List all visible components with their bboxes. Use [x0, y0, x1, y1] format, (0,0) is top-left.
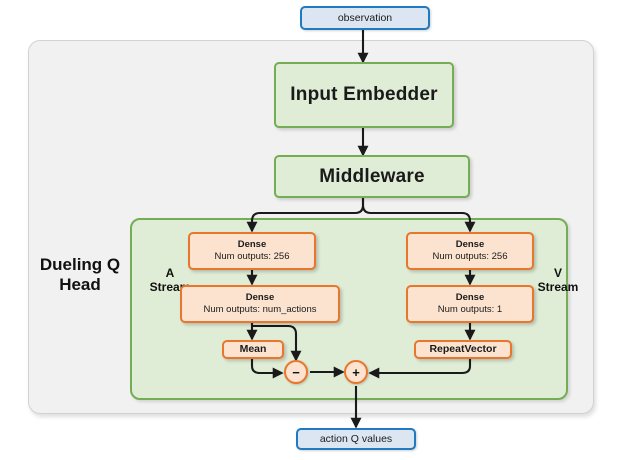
v-stream-line2: Stream: [537, 280, 579, 295]
v-dense-256-node[interactable]: Dense Num outputs: 256: [406, 232, 534, 270]
a-dense-num-actions-subtitle: Num outputs: num_actions: [203, 304, 317, 315]
v-dense-256-subtitle: Num outputs: 256: [432, 251, 508, 262]
middleware-label: Middleware: [319, 165, 425, 187]
a-dense-num-actions-node[interactable]: Dense Num outputs: num_actions: [180, 285, 340, 323]
v-dense-1-node[interactable]: Dense Num outputs: 1: [406, 285, 534, 323]
a-stream-line1: A: [165, 266, 175, 280]
middleware-node[interactable]: Middleware: [274, 155, 470, 198]
input-embedder-node[interactable]: Input Embedder: [274, 62, 454, 128]
v-stream-line1: V: [553, 266, 562, 280]
value-stream-label: V Stream: [528, 266, 588, 295]
head-label-line1: Dueling Q: [39, 255, 121, 274]
a-dense-256-title: Dense: [237, 239, 267, 251]
a-dense-256-subtitle: Num outputs: 256: [214, 251, 290, 262]
add-operator[interactable]: +: [344, 360, 368, 384]
head-label-line2: Head: [59, 274, 101, 294]
mean-label: Mean: [239, 342, 267, 355]
input-embedder-label: Input Embedder: [290, 84, 438, 105]
observation-node[interactable]: observation: [300, 6, 430, 30]
a-dense-256-node[interactable]: Dense Num outputs: 256: [188, 232, 316, 270]
action-q-values-label: action Q values: [319, 433, 393, 445]
add-symbol: +: [352, 364, 360, 380]
v-dense-256-title: Dense: [455, 239, 485, 251]
a-dense-num-actions-title: Dense: [245, 292, 275, 304]
observation-label: observation: [337, 12, 393, 24]
subtract-operator[interactable]: −: [284, 360, 308, 384]
dueling-q-head-label: Dueling Q Head: [30, 255, 130, 294]
repeatvector-node[interactable]: RepeatVector: [414, 340, 512, 359]
mean-node[interactable]: Mean: [222, 340, 284, 359]
v-dense-1-subtitle: Num outputs: 1: [437, 304, 503, 315]
action-q-values-node[interactable]: action Q values: [296, 428, 416, 450]
repeatvector-label: RepeatVector: [429, 342, 497, 355]
subtract-symbol: −: [292, 364, 300, 380]
v-dense-1-title: Dense: [455, 292, 485, 304]
